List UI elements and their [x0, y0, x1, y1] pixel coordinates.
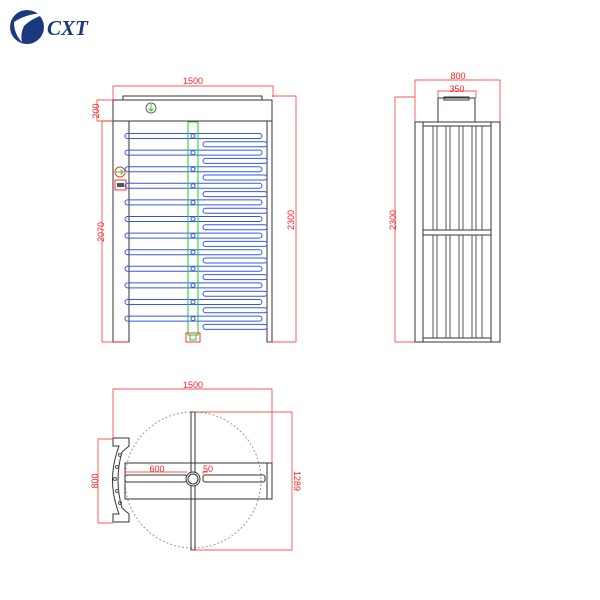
- card-reader-icon: [114, 179, 127, 191]
- right-arm: [202, 174, 268, 181]
- left-arm: [124, 133, 263, 139]
- arm-hub: [190, 199, 196, 205]
- right-arm: [202, 274, 268, 281]
- side-height-dimension: 2300: [388, 210, 398, 230]
- arm-hub: [190, 282, 196, 288]
- left-arm: [124, 315, 263, 322]
- front-view: [96, 85, 297, 343]
- arm-hub: [190, 316, 196, 322]
- arm-hub: [190, 216, 196, 222]
- right-arm: [202, 307, 268, 314]
- left-arm: [124, 199, 263, 206]
- front-total-height-dimension: 2300: [286, 210, 296, 230]
- top-width-dimension: 1500: [183, 380, 203, 390]
- right-arm: [202, 157, 268, 164]
- rotor-base: [185, 332, 201, 343]
- down-arrow-glyph: [148, 104, 154, 112]
- side-view: [394, 79, 501, 343]
- arm-hub: [190, 150, 196, 156]
- arm-hub: [190, 166, 196, 172]
- arm-hub: [190, 133, 196, 139]
- right-arm: [202, 207, 268, 214]
- arm-hub: [190, 233, 196, 239]
- right-post: [266, 120, 273, 343]
- right-arm: [202, 257, 268, 264]
- top-cap: [122, 95, 263, 101]
- arm-length-dimension: 600: [149, 464, 164, 474]
- bracket-width-dimension: 800: [90, 473, 100, 488]
- left-arm: [124, 265, 263, 272]
- cxt-logo: CXT: [10, 10, 89, 44]
- right-arm: [202, 323, 268, 330]
- left-arm: [124, 182, 263, 189]
- left-post: [112, 120, 130, 343]
- left-arm: [124, 299, 263, 305]
- top-box: [112, 99, 273, 122]
- left-arm: [124, 149, 263, 156]
- arm-hub: [190, 266, 196, 272]
- side-width-dimension: 800: [450, 71, 465, 81]
- front-width-dimension: 1500: [183, 76, 203, 86]
- right-arm: [202, 290, 268, 297]
- right-arm: [202, 240, 268, 247]
- right-arrow-icon: [114, 166, 126, 178]
- right-arm: [202, 141, 268, 148]
- left-arm: [124, 166, 263, 173]
- side-top-width-dimension: 350: [449, 84, 464, 94]
- right-arm: [202, 224, 268, 231]
- top-depth-dimension: 1289: [292, 471, 302, 491]
- logo-text: CXT: [47, 16, 89, 40]
- front-top-height-dimension: 200: [91, 103, 101, 118]
- left-arm: [124, 282, 263, 289]
- left-arm: [124, 232, 263, 239]
- left-arm: [124, 249, 263, 256]
- arm-hub: [190, 249, 196, 255]
- front-inner-height-dimension: 2070: [96, 222, 106, 242]
- down-arrow-icon: [145, 102, 157, 114]
- arm-hub: [190, 183, 196, 189]
- arm-hub: [190, 299, 196, 305]
- left-arm: [124, 216, 263, 222]
- right-arm: [202, 191, 268, 198]
- hub-dimension: 50: [203, 464, 213, 474]
- top-view: [97, 388, 293, 551]
